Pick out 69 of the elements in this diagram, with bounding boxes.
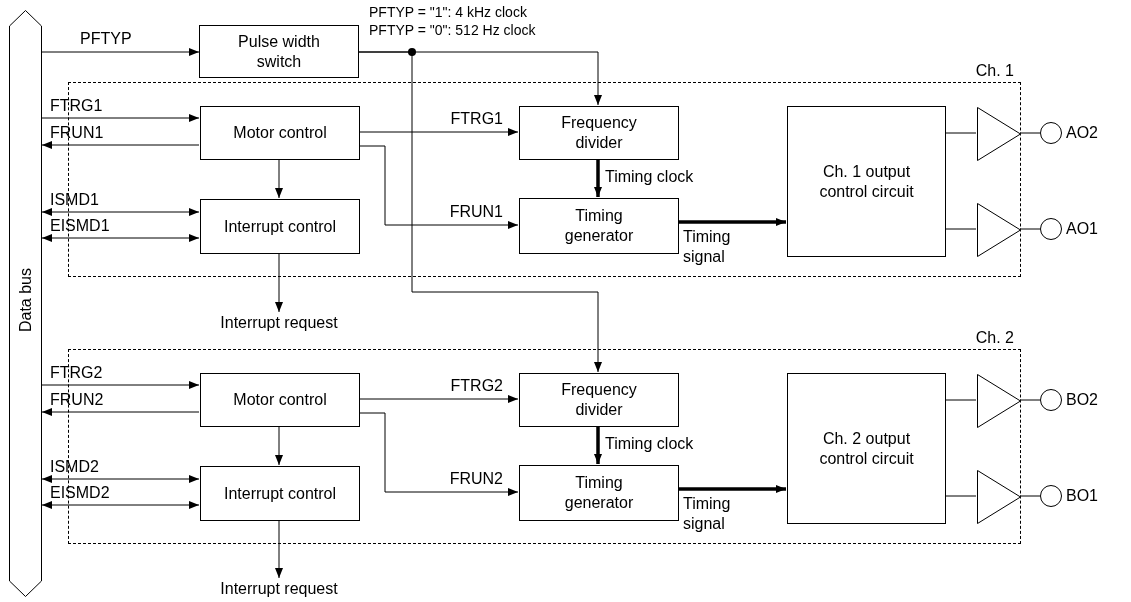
terminal-label: BO1 — [1066, 486, 1098, 506]
edge-label: ISMD2 — [50, 457, 100, 477]
arrow — [594, 159, 602, 197]
arrow — [275, 519, 283, 579]
edge-label: FRUN2 — [448, 469, 503, 489]
terminal-label: AO1 — [1066, 219, 1098, 239]
arrow — [678, 218, 786, 226]
terminal-label: BO2 — [1066, 390, 1098, 410]
edge-label: Timing clock — [605, 434, 695, 454]
process-box: Pulse width switch — [199, 25, 359, 78]
arrow — [275, 425, 283, 466]
arrow — [41, 48, 200, 56]
connector-line — [944, 228, 977, 230]
arrow — [678, 485, 786, 493]
group-heading: Ch. 2 — [975, 328, 1014, 348]
terminal-label: AO2 — [1066, 123, 1098, 143]
arrow — [358, 128, 519, 136]
connector-line — [1019, 132, 1041, 134]
edge-label: FRUN2 — [50, 390, 105, 410]
process-box: Timing generator — [519, 198, 679, 254]
group-heading: Ch. 1 — [975, 61, 1014, 81]
connector-line — [944, 495, 977, 497]
process-box: Motor control — [200, 106, 360, 160]
process-box: Frequency divider — [519, 106, 679, 160]
edge-label: FRUN1 — [50, 123, 105, 143]
process-box: Interrupt control — [200, 199, 360, 254]
edge-label: Timing signal — [683, 494, 732, 534]
connector-line — [1019, 228, 1041, 230]
connector-line — [944, 399, 977, 401]
edge-label: FTRG1 — [449, 109, 503, 129]
process-box: Ch. 2 output control circuit — [787, 373, 946, 524]
arrow — [275, 158, 283, 199]
arrow — [358, 395, 519, 403]
process-box: Ch. 1 output control circuit — [787, 106, 946, 257]
arrow — [41, 234, 200, 242]
edge-label: Timing signal — [683, 227, 732, 267]
edge-label: Timing clock — [605, 167, 695, 187]
process-box: Motor control — [200, 373, 360, 427]
arrow — [41, 114, 200, 122]
connector-line — [944, 132, 977, 134]
edge-label: EISMD1 — [50, 216, 111, 236]
edge-label: FTRG1 — [50, 96, 104, 116]
arrow — [358, 412, 519, 496]
edge-label: EISMD2 — [50, 483, 111, 503]
arrow — [41, 501, 200, 509]
signal-label: Interrupt request — [199, 312, 359, 334]
arrow — [41, 475, 200, 483]
process-box: Timing generator — [519, 465, 679, 521]
connector-line — [1019, 495, 1041, 497]
arrow — [275, 252, 283, 313]
bus-label: Data bus — [15, 268, 35, 332]
clock-note: PFTYP = "0": 512 Hz clock — [369, 21, 536, 39]
signal-label: Interrupt request — [199, 578, 359, 600]
arrow — [41, 141, 200, 149]
clock-note: PFTYP = "1": 4 kHz clock — [369, 3, 527, 21]
edge-label: FTRG2 — [449, 376, 503, 396]
arrow — [41, 381, 200, 389]
edge-label: PFTYP — [80, 29, 133, 49]
process-box: Frequency divider — [519, 373, 679, 427]
arrow — [41, 208, 200, 216]
connector-line — [1019, 399, 1041, 401]
arrow — [358, 51, 602, 373]
arrow — [41, 408, 200, 416]
process-box: Interrupt control — [200, 466, 360, 521]
arrow — [358, 145, 519, 229]
edge-label: FRUN1 — [448, 202, 503, 222]
edge-label: FTRG2 — [50, 363, 104, 383]
arrow — [594, 426, 602, 464]
edge-label: ISMD1 — [50, 190, 100, 210]
